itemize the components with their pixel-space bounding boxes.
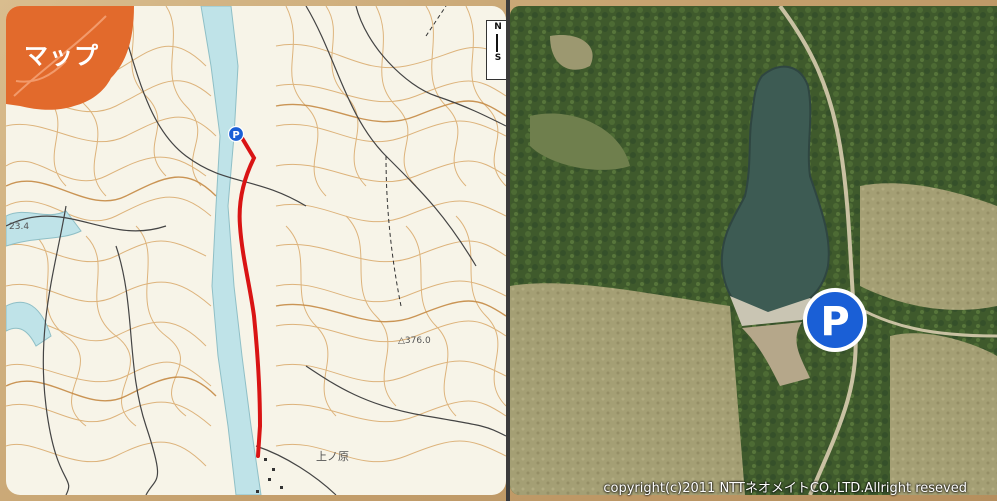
panel-divider: [506, 0, 510, 501]
satellite-canvas: P: [510, 6, 997, 495]
compass-arrow-icon: [487, 34, 506, 52]
grassland-southeast: [890, 333, 997, 495]
compass-north-marker: N S: [486, 20, 506, 80]
copyright-text: copyright(c)2011 NTTネオメイトCO.,LTD.Allrigh…: [603, 481, 967, 496]
map-badge: マップ: [6, 6, 134, 114]
side-road: [854, 304, 997, 338]
access-road: [778, 6, 858, 495]
topo-map-canvas: P: [6, 6, 506, 495]
summit-elevation-label: △376.0: [398, 336, 431, 346]
roads: [6, 6, 506, 495]
index-contours: [6, 100, 506, 402]
grassland-east: [860, 183, 997, 310]
contour-lines: [6, 6, 506, 467]
clearing-north: [550, 35, 593, 70]
elevation-side-label: 23.4: [9, 222, 30, 232]
parking-icon[interactable]: P: [227, 125, 245, 143]
parking-icon[interactable]: P: [803, 288, 867, 352]
trails: [385, 6, 447, 307]
dam: [730, 296, 820, 326]
badge-label: マップ: [24, 42, 99, 70]
clearing-west: [530, 113, 630, 170]
settlement-markers: [256, 458, 283, 493]
grassland-southwest: [510, 283, 745, 495]
svg-text:P: P: [232, 130, 239, 141]
stream-west: [6, 210, 82, 247]
hiking-route: [237, 136, 263, 458]
place-label: 上ノ原: [316, 450, 349, 463]
compass-letter-s: S: [494, 53, 502, 63]
parking-letter: P: [820, 299, 849, 345]
dam-spillway: [742, 322, 810, 386]
compass-letter-n: N: [494, 22, 502, 32]
satellite-map[interactable]: P: [510, 6, 997, 495]
badge-shape: [6, 6, 134, 110]
topographic-map[interactable]: P 23.4 △376.0 上ノ原 N S マップ: [6, 6, 506, 495]
river-valley: [200, 6, 262, 495]
